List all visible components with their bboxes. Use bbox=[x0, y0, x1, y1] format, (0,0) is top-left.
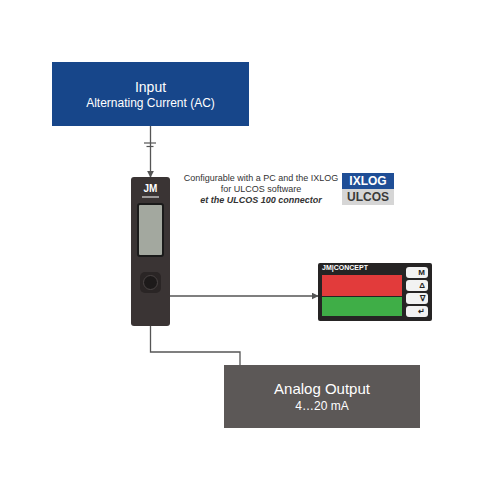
note-block: Configurable with a PC and the IXLOG for… bbox=[181, 173, 341, 205]
node-title: JM bbox=[131, 183, 170, 194]
red-display bbox=[322, 275, 402, 296]
green-display bbox=[322, 297, 402, 316]
panel-button: M bbox=[406, 267, 428, 278]
logo-underline bbox=[142, 197, 159, 198]
input-box: InputAlternating Current (AC) bbox=[52, 62, 249, 126]
device-face bbox=[131, 177, 170, 326]
node-title: JM|CONCEPT bbox=[322, 264, 368, 271]
device-meter: JM bbox=[131, 177, 170, 326]
node-title: Analog Output bbox=[274, 380, 370, 397]
button-frame bbox=[140, 272, 161, 293]
node-title: Input bbox=[135, 79, 166, 95]
config-note: Configurable with a PC and the IXLOG for… bbox=[181, 173, 341, 195]
panel-button: Δ bbox=[406, 280, 428, 291]
node-subtitle: Alternating Current (AC) bbox=[86, 96, 215, 110]
software-logo: IXLOG bbox=[342, 173, 394, 189]
panel-display: JM|CONCEPT MΔ ∇ ↵ bbox=[318, 263, 432, 321]
connector-line bbox=[170, 295, 318, 296]
push-button bbox=[144, 276, 158, 290]
panel-button: ∇ bbox=[406, 293, 428, 304]
panel-button: ↵ bbox=[406, 306, 428, 317]
output-box: Analog Output 4…20 mA bbox=[224, 365, 420, 428]
config-note-italic: et the ULCOS 100 connector bbox=[181, 195, 341, 206]
node-subtitle: 4…20 mA bbox=[295, 399, 348, 413]
software-logo: ULCOS bbox=[342, 189, 394, 205]
connector-line bbox=[151, 326, 241, 365]
lcd-screen bbox=[138, 204, 163, 256]
connector-line bbox=[150, 126, 151, 177]
